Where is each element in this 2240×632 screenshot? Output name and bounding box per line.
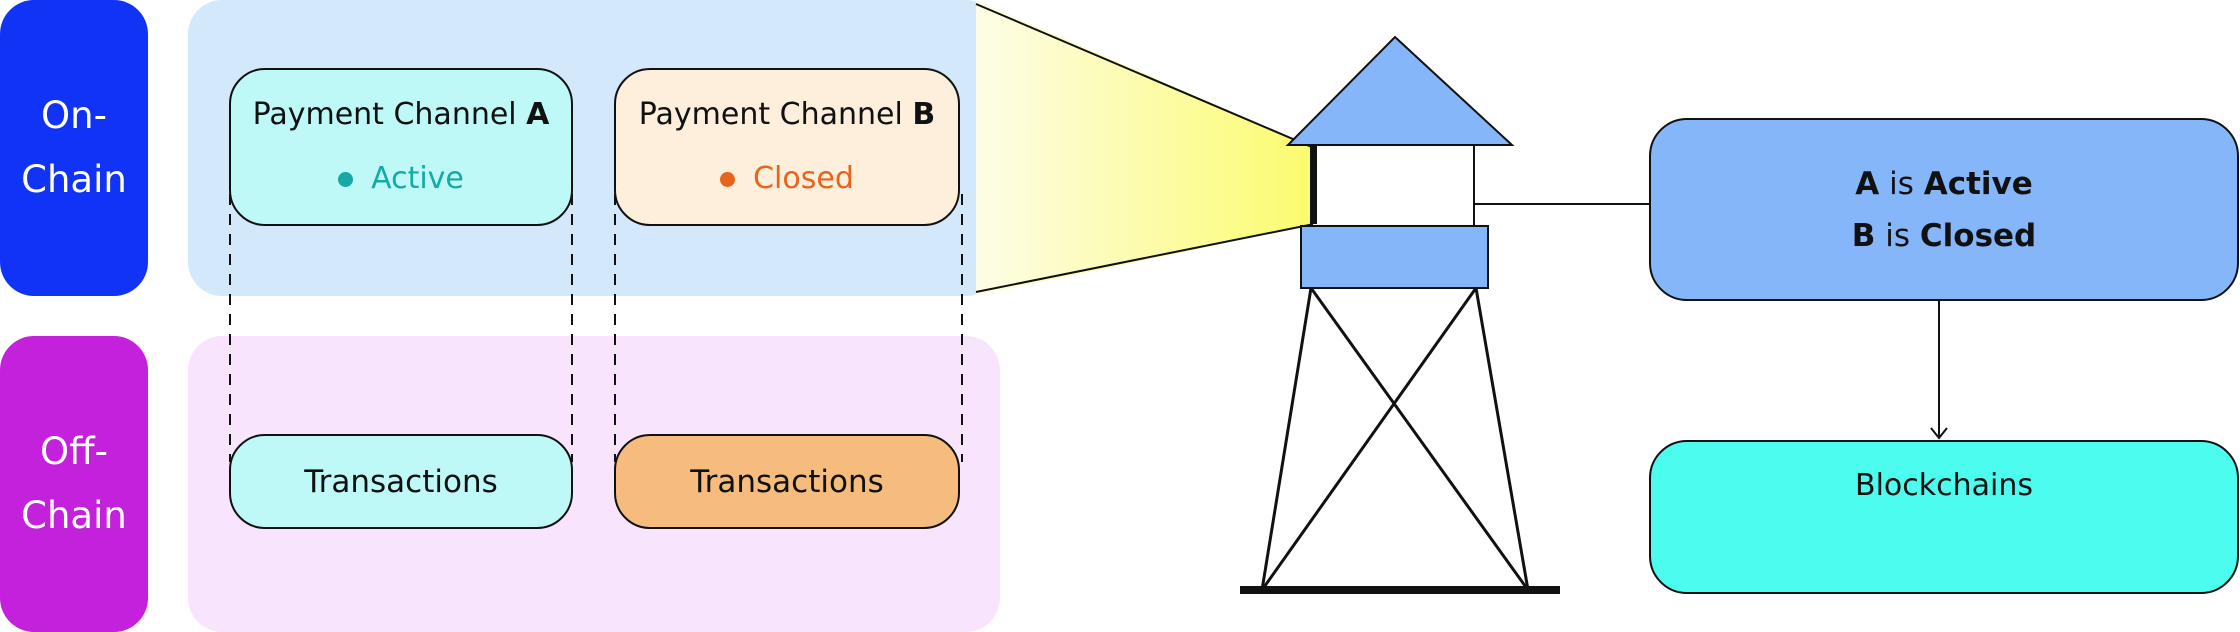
status-line-a: A is Active [1855,165,2033,202]
blockchains-box: Blockchains [1649,440,2239,594]
transactions-a-label: Transactions [304,463,498,500]
transactions-b-label: Transactions [690,463,884,500]
tower-leg-right [1474,287,1530,591]
tower-deck [1300,225,1489,289]
tower-cabin [1311,144,1475,227]
blockchains-title: Blockchains [1854,468,2033,503]
on-chain-label-line2: Chain [21,158,127,201]
payment-channel-a-status: Active [338,159,464,199]
watch-beam [976,0,1314,296]
arrow-head-icon [1930,427,1948,440]
off-chain-label-line2: Chain [21,494,127,537]
payment-channel-b-status: Closed [720,159,854,199]
status-dot-icon [720,171,736,187]
tower-roof [1285,35,1515,146]
status-line-b: B is Closed [1851,217,2037,254]
transactions-b: Transactions [614,434,960,529]
payment-channel-a-title: Payment Channel A [252,97,550,132]
on-chain-label: On- Chain [0,0,148,296]
tower-brace-2 [1260,287,1478,591]
beam-edge-top [975,3,1315,149]
tower-brace-1 [1309,287,1530,591]
payment-channel-b-title: Payment Channel B [638,97,936,132]
off-chain-label-line1: Off- [40,430,108,473]
watchtower-icon [1240,35,1560,594]
transactions-a: Transactions [229,434,573,529]
tower-leg-left [1260,287,1313,591]
payment-channel-a: Payment Channel A Active [229,68,573,226]
payment-channel-b: Payment Channel B Closed [614,68,960,226]
tower-base [1240,586,1560,594]
tower-lamp [1310,146,1317,224]
beam-edge-bottom [975,223,1315,293]
channel-status-panel: A is Active B is Closed [1649,118,2239,301]
off-chain-label: Off- Chain [0,336,148,632]
on-chain-label-line1: On- [41,94,107,137]
status-dot-icon [338,171,354,187]
